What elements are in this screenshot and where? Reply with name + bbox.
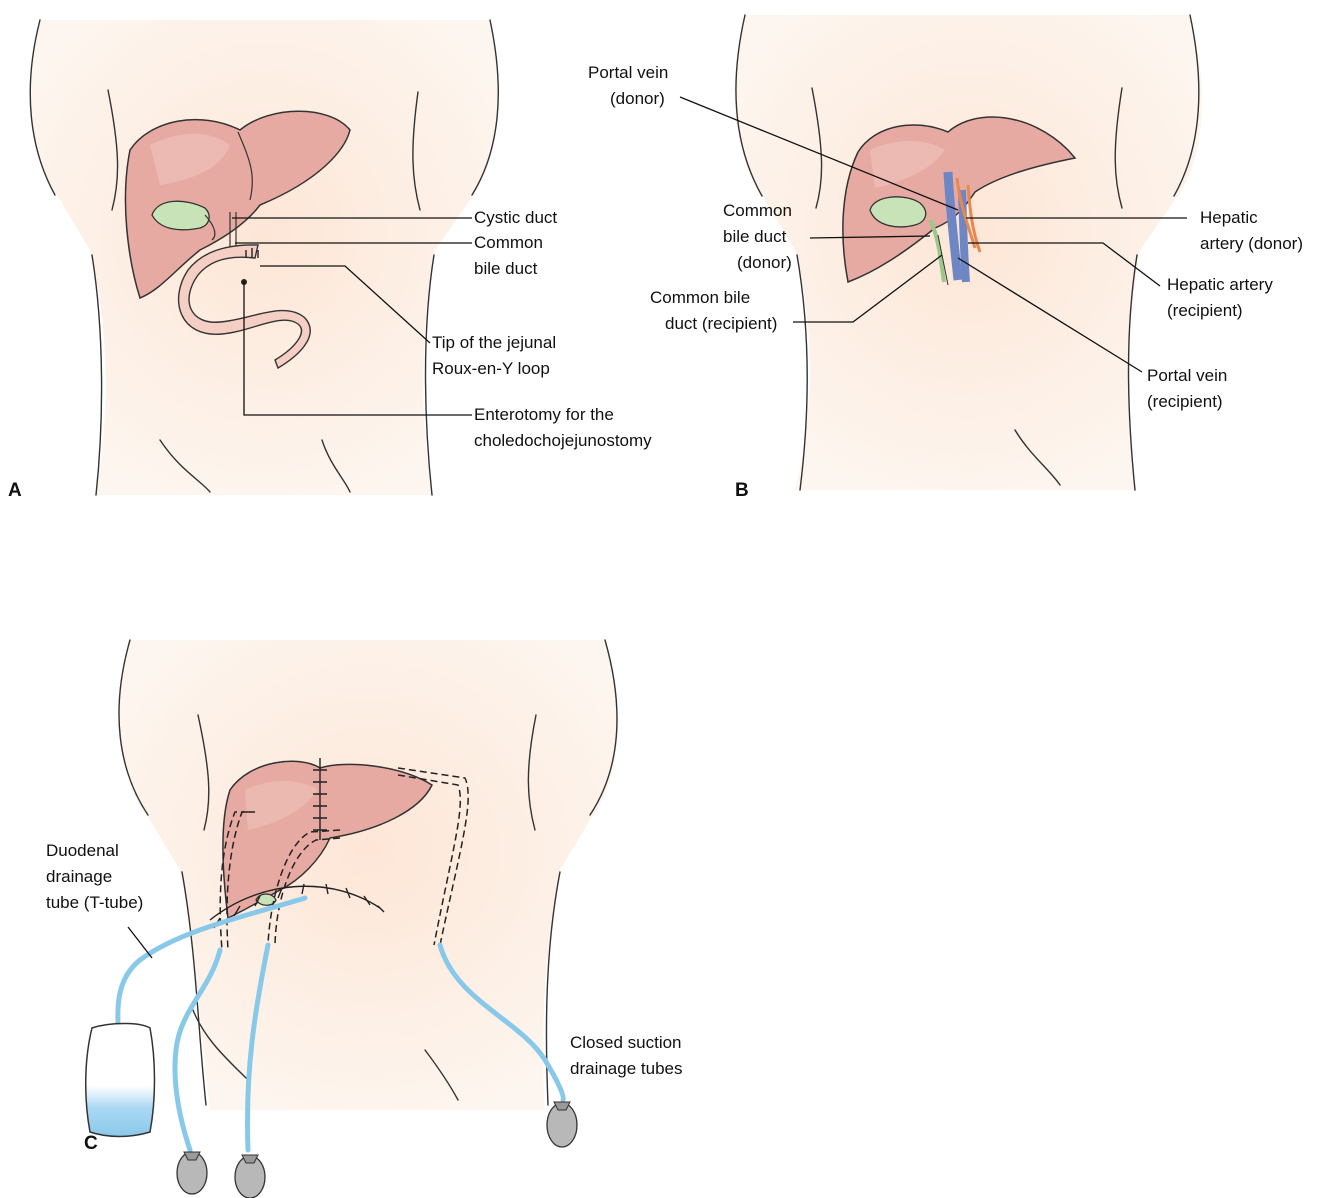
- label-portal-vein-recipient-line2: (recipient): [1147, 391, 1223, 413]
- label-hepatic-artery-donor-line2: artery (donor): [1200, 233, 1303, 255]
- panel-c-letter: C: [84, 1133, 98, 1155]
- panel-b-torso: [735, 15, 1202, 490]
- label-hepatic-artery-recipient-line1: Hepatic artery: [1167, 274, 1273, 296]
- label-portal-vein-donor-line1: Portal vein: [588, 62, 668, 84]
- label-hepatic-artery-donor-line1: Hepatic: [1200, 207, 1258, 229]
- label-enterotomy-line2: choledochojejunostomy: [474, 430, 652, 452]
- panel-c-illustration: [86, 640, 619, 1198]
- panel-a-torso: [30, 20, 499, 495]
- label-cbd-donor-line1: Common: [723, 200, 792, 222]
- label-roux-loop-line1: Tip of the jejunal: [432, 332, 556, 354]
- panel-b-illustration: [735, 15, 1202, 490]
- label-suction-line1: Closed suction: [570, 1032, 682, 1054]
- panel-a-illustration: [30, 20, 499, 495]
- panel-a-letter: A: [8, 480, 22, 502]
- label-enterotomy-line1: Enterotomy for the: [474, 404, 614, 426]
- panel-c-leaders: [128, 927, 152, 958]
- label-portal-vein-donor-line2: (donor): [610, 88, 665, 110]
- label-common-bile-duct-line2: bile duct: [474, 258, 537, 280]
- label-roux-loop-line2: Roux-en-Y loop: [432, 358, 550, 380]
- label-t-tube-line1: Duodenal: [46, 840, 119, 862]
- label-t-tube-line3: tube (T-tube): [46, 892, 143, 914]
- label-cbd-donor-line3: (donor): [737, 252, 792, 274]
- label-cystic-duct: Cystic duct: [474, 207, 557, 229]
- panel-b-letter: B: [735, 480, 749, 502]
- label-portal-vein-recipient-line1: Portal vein: [1147, 365, 1227, 387]
- drainage-bag: [86, 1024, 155, 1137]
- panel-c-torso: [118, 640, 618, 1110]
- label-cbd-recipient-line1: Common bile: [650, 287, 750, 309]
- label-cbd-recipient-line2: duct (recipient): [665, 313, 777, 335]
- label-suction-line2: drainage tubes: [570, 1058, 682, 1080]
- label-cbd-donor-line2: bile duct: [723, 226, 786, 248]
- label-common-bile-duct-line1: Common: [474, 232, 543, 254]
- label-hepatic-artery-recipient-line2: (recipient): [1167, 300, 1243, 322]
- label-t-tube-line2: drainage: [46, 866, 112, 888]
